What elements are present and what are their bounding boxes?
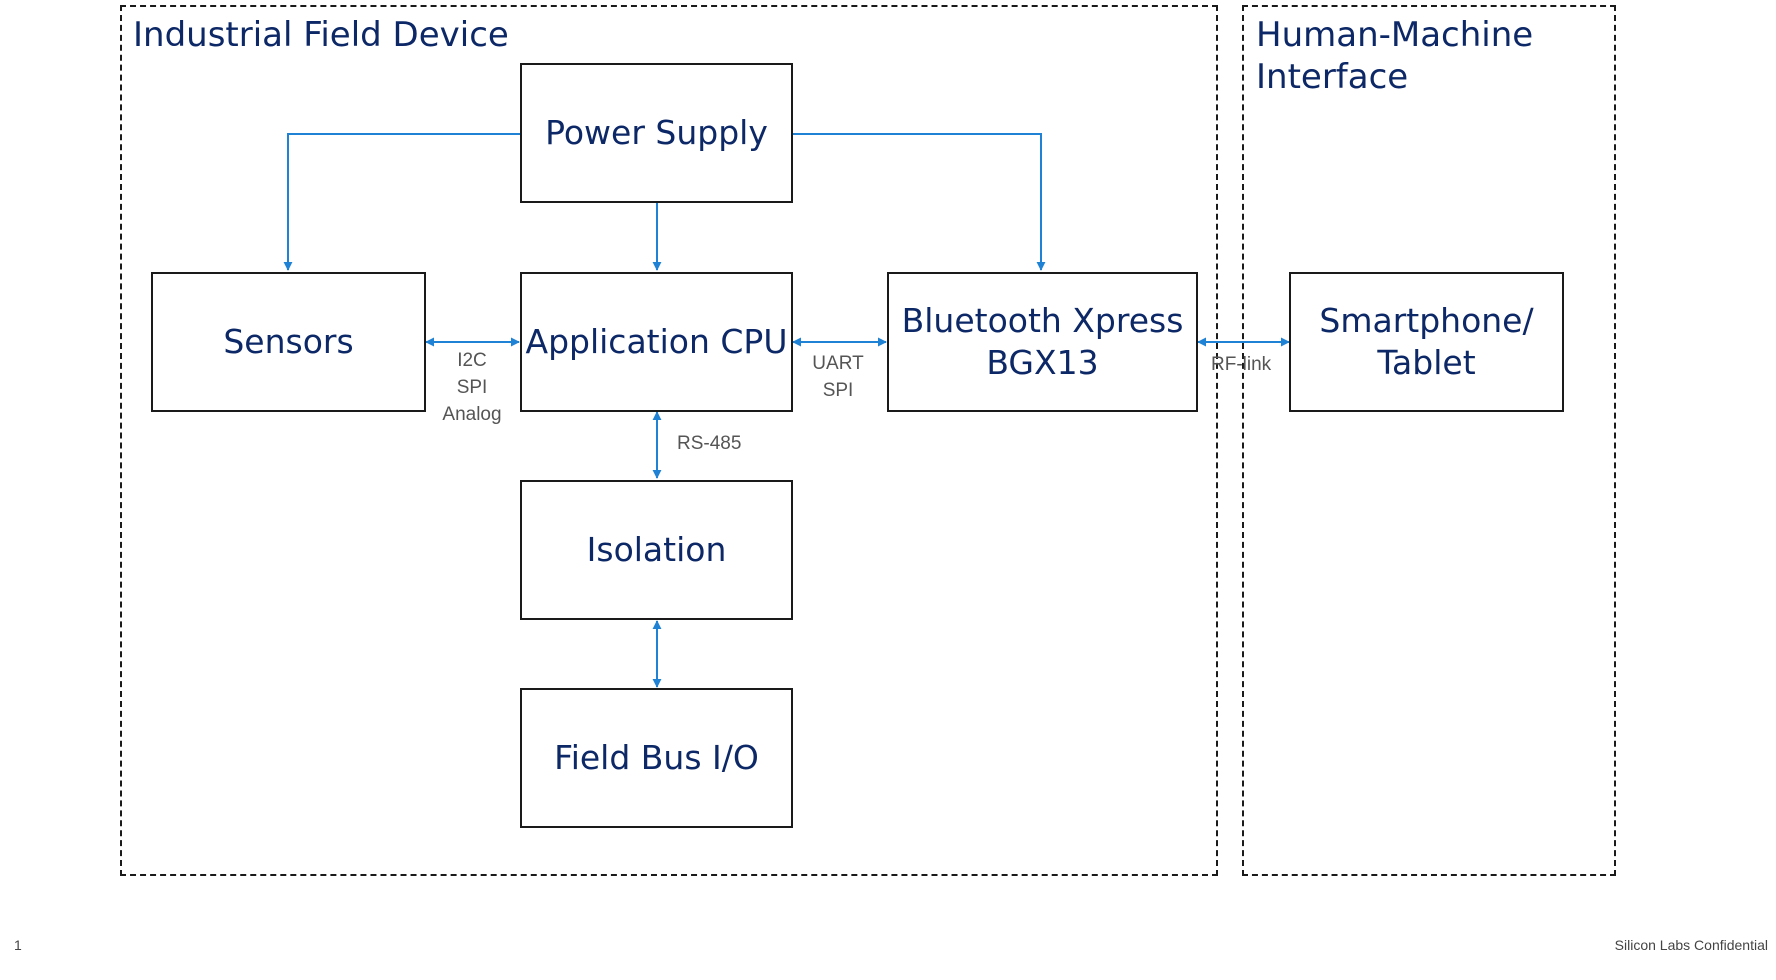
bluetooth-xpress-label: Bluetooth Xpress BGX13 bbox=[901, 301, 1184, 382]
sensors-cpu-link-label: I2C SPI Analog bbox=[432, 347, 512, 428]
power-supply-label: Power Supply bbox=[545, 113, 768, 152]
sensors-block: Sensors bbox=[151, 272, 426, 412]
rs485-link-label: RS-485 bbox=[677, 433, 742, 454]
confidential-notice: Silicon Labs Confidential bbox=[1614, 937, 1768, 953]
isolation-label: Isolation bbox=[586, 530, 727, 569]
page-number: 1 bbox=[14, 937, 22, 953]
protocol-spi: SPI bbox=[456, 377, 488, 398]
protocol-uart: UART bbox=[812, 353, 864, 374]
hmi-title: Human-Machine Interface bbox=[1256, 15, 1534, 97]
application-cpu-label: Application CPU bbox=[525, 322, 788, 361]
protocol-spi: SPI bbox=[822, 380, 854, 401]
hmi-region bbox=[1242, 5, 1616, 876]
smartphone-tablet-block: Smartphone/ Tablet bbox=[1289, 272, 1564, 412]
protocol-analog: Analog bbox=[442, 404, 502, 425]
industrial-field-device-title: Industrial Field Device bbox=[133, 15, 509, 55]
power-to-bluetooth-connector bbox=[792, 133, 1046, 271]
sensors-label: Sensors bbox=[223, 322, 354, 361]
isolation-block: Isolation bbox=[520, 480, 793, 620]
power-to-sensors-connector bbox=[283, 133, 520, 271]
field-bus-io-block: Field Bus I/O bbox=[520, 688, 793, 828]
smartphone-tablet-label: Smartphone/ Tablet bbox=[1319, 301, 1534, 382]
industrial-field-device-region bbox=[120, 5, 1218, 876]
application-cpu-block: Application CPU bbox=[520, 272, 793, 412]
field-bus-io-label: Field Bus I/O bbox=[554, 738, 759, 777]
rf-link-label: RF-link bbox=[1211, 354, 1272, 375]
protocol-i2c: I2C bbox=[457, 350, 487, 371]
bluetooth-xpress-block: Bluetooth Xpress BGX13 bbox=[887, 272, 1198, 412]
power-supply-block: Power Supply bbox=[520, 63, 793, 203]
cpu-bluetooth-link-label: UART SPI bbox=[798, 350, 878, 404]
